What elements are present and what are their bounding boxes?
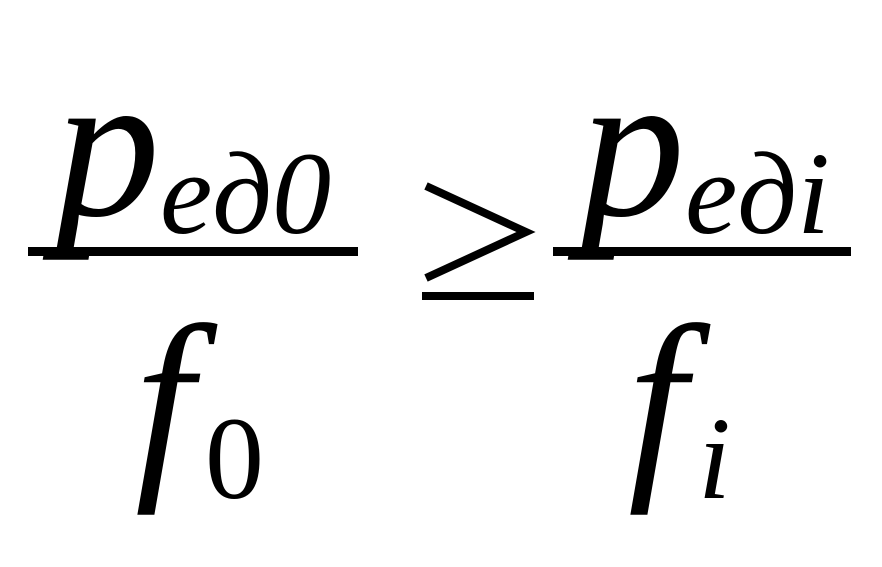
right-numerator-base: p <box>580 29 685 261</box>
right-denominator-subscript: i <box>698 393 731 524</box>
right-fraction-bar <box>553 247 851 256</box>
right-denominator-base: f <box>628 284 687 516</box>
left-numerator-base: p <box>55 29 160 261</box>
left-fraction-bar <box>28 247 358 256</box>
right-numerator-subscript: eдi <box>685 128 830 259</box>
greater-than-or-equal-operator <box>422 182 536 300</box>
left-denominator-base: f <box>135 284 194 516</box>
left-numerator-subscript: eд0 <box>160 128 332 259</box>
left-denominator-subscript: 0 <box>205 393 264 524</box>
